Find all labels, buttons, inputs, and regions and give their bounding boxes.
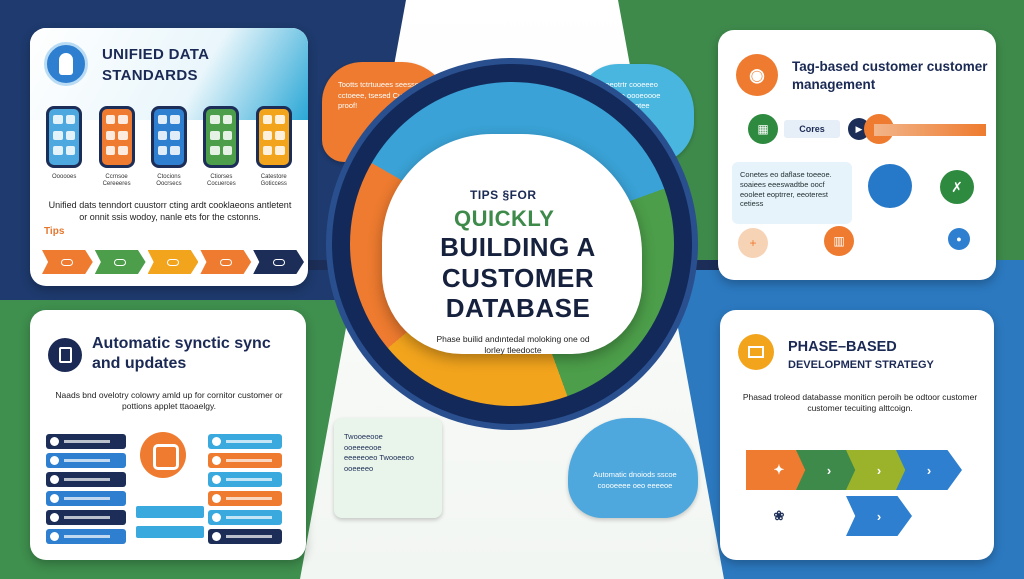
progress-bar bbox=[874, 124, 986, 136]
cylinder-label: Ctocions Oocrsecs bbox=[156, 174, 182, 188]
cylinder-2: Ccrnsoe Cereeeres bbox=[97, 106, 137, 218]
panel-description: Naads bnd ovelotry colowry amld up for c… bbox=[55, 390, 283, 412]
server-icon: ▥ bbox=[824, 226, 854, 256]
cylinder-1: Oooooes bbox=[44, 106, 84, 218]
arrow-step bbox=[147, 250, 199, 274]
tools-icon: ✗ bbox=[940, 170, 974, 204]
database-icon bbox=[868, 164, 912, 208]
sync-icon bbox=[140, 432, 186, 478]
phase-arrow: › bbox=[846, 496, 912, 536]
arrow-step bbox=[94, 250, 146, 274]
add-icon: + bbox=[738, 228, 768, 258]
tag-flow: ▦ Cores ▶ ☺ bbox=[748, 114, 988, 146]
bubble-text: Automatic dnoiods sscoe coooeeee oeo eee… bbox=[593, 470, 677, 490]
center-quickly: QUICKLY bbox=[454, 206, 555, 231]
panel-description: Phasad troleod databasse moniticn peroih… bbox=[742, 392, 978, 414]
center-main-title: BUILDING A CUSTOMER DATABASE bbox=[440, 232, 596, 324]
list-item bbox=[46, 434, 126, 449]
sync-buttons bbox=[136, 506, 204, 546]
bubble-text: Twooeeooe ooeeeeooe eeeeeoeo Twooeeoo oo… bbox=[344, 432, 414, 473]
database-icon bbox=[46, 106, 83, 168]
list-item bbox=[46, 472, 126, 487]
list-item bbox=[208, 510, 282, 525]
list-item bbox=[208, 434, 282, 449]
tips-label: Tips bbox=[44, 226, 65, 237]
center-cloud bbox=[382, 134, 642, 354]
document-icon bbox=[48, 338, 82, 372]
database-icon bbox=[203, 106, 240, 168]
cylinder-3: Ctocions Oocrsecs bbox=[149, 106, 189, 218]
center-subtitle: Phase builid andıntedal moloking one od … bbox=[436, 334, 590, 356]
panel-title: PHASE–BASED DEVELOPMENT STRATEGY bbox=[788, 338, 988, 372]
phase-title: PHASE–BASED bbox=[788, 339, 897, 355]
cylinder-4: Ctiorses Cocuerces bbox=[201, 106, 241, 218]
cylinder-label: Catestore Goticcess bbox=[260, 174, 287, 188]
sync-panel: Automatic synctic sync and updates Naads… bbox=[30, 310, 306, 560]
tag-note: Conetes eo daflase toeeoe. soaiees eeesw… bbox=[732, 162, 852, 224]
sync-bar bbox=[136, 506, 204, 518]
list-item bbox=[208, 453, 282, 468]
arrow-step bbox=[200, 250, 252, 274]
tag-management-panel: ◉ Tag-based customer customer management… bbox=[718, 30, 996, 280]
phase-arrows-row2: ❀ › bbox=[746, 496, 968, 536]
list-item bbox=[46, 529, 126, 544]
list-item bbox=[46, 453, 126, 468]
phase-arrow: ❀ bbox=[746, 496, 812, 536]
list-item bbox=[208, 491, 282, 506]
phase-panel: PHASE–BASED DEVELOPMENT STRATEGY Phasad … bbox=[720, 310, 994, 560]
grid-icon: ▦ bbox=[748, 114, 778, 144]
tag-flow-bottom: + ▥ ● bbox=[738, 226, 988, 260]
phase-subtitle: DEVELOPMENT STRATEGY bbox=[788, 358, 934, 371]
note-card-green: Twooeeooe ooeeeeooe eeeeeoeo Twooeeoo oo… bbox=[334, 418, 442, 518]
list-item bbox=[208, 529, 282, 544]
list-item bbox=[46, 510, 126, 525]
process-arrows bbox=[42, 250, 304, 274]
tag-icon: ◉ bbox=[736, 54, 778, 96]
panel-description: Unified dats tenndort cuustorr cting ard… bbox=[48, 200, 292, 222]
record-list-left bbox=[46, 434, 126, 548]
cylinder-label: Ctiorses Cocuerces bbox=[207, 174, 236, 188]
phase-arrow: › bbox=[896, 450, 962, 490]
panel-title: UNIFIED DATA STANDARDS bbox=[102, 46, 209, 84]
cylinder-label: Ccrnsoe Cereeeres bbox=[102, 174, 131, 188]
database-icon bbox=[98, 106, 135, 168]
unified-data-panel: UNIFIED DATA STANDARDS Oooooes Ccrnsoe C… bbox=[30, 28, 308, 286]
cores-label: Cores bbox=[784, 120, 840, 138]
panel-title: Automatic synctic sync and updates bbox=[92, 335, 271, 372]
cylinder-5: Catestore Goticcess bbox=[254, 106, 294, 218]
database-cylinders: Oooooes Ccrnsoe Cereeeres Ctocions Oocrs… bbox=[38, 106, 300, 218]
bubble-text: Tootts tctrtuuees seesse cctoeee, tsesed… bbox=[338, 80, 426, 110]
phase-arrows: ✦ › › › bbox=[746, 450, 968, 490]
user-icon bbox=[44, 42, 88, 86]
record-list-right bbox=[208, 434, 282, 548]
center-tips: TIPS §FOR bbox=[470, 188, 537, 202]
panel-title: Tag-based customer customer management bbox=[792, 59, 988, 92]
list-item bbox=[208, 472, 282, 487]
arrow-step bbox=[42, 250, 93, 274]
cylinder-label: Oooooes bbox=[52, 174, 77, 180]
lock-icon: ● bbox=[948, 228, 970, 250]
arrow-step bbox=[253, 250, 304, 274]
sync-bar bbox=[136, 526, 204, 538]
database-icon bbox=[150, 106, 187, 168]
database-icon bbox=[255, 106, 292, 168]
list-item bbox=[46, 491, 126, 506]
cloud-bubble-blue: Automatic dnoiods sscoe coooeeee oeo eee… bbox=[568, 418, 698, 518]
calendar-icon bbox=[738, 334, 774, 370]
